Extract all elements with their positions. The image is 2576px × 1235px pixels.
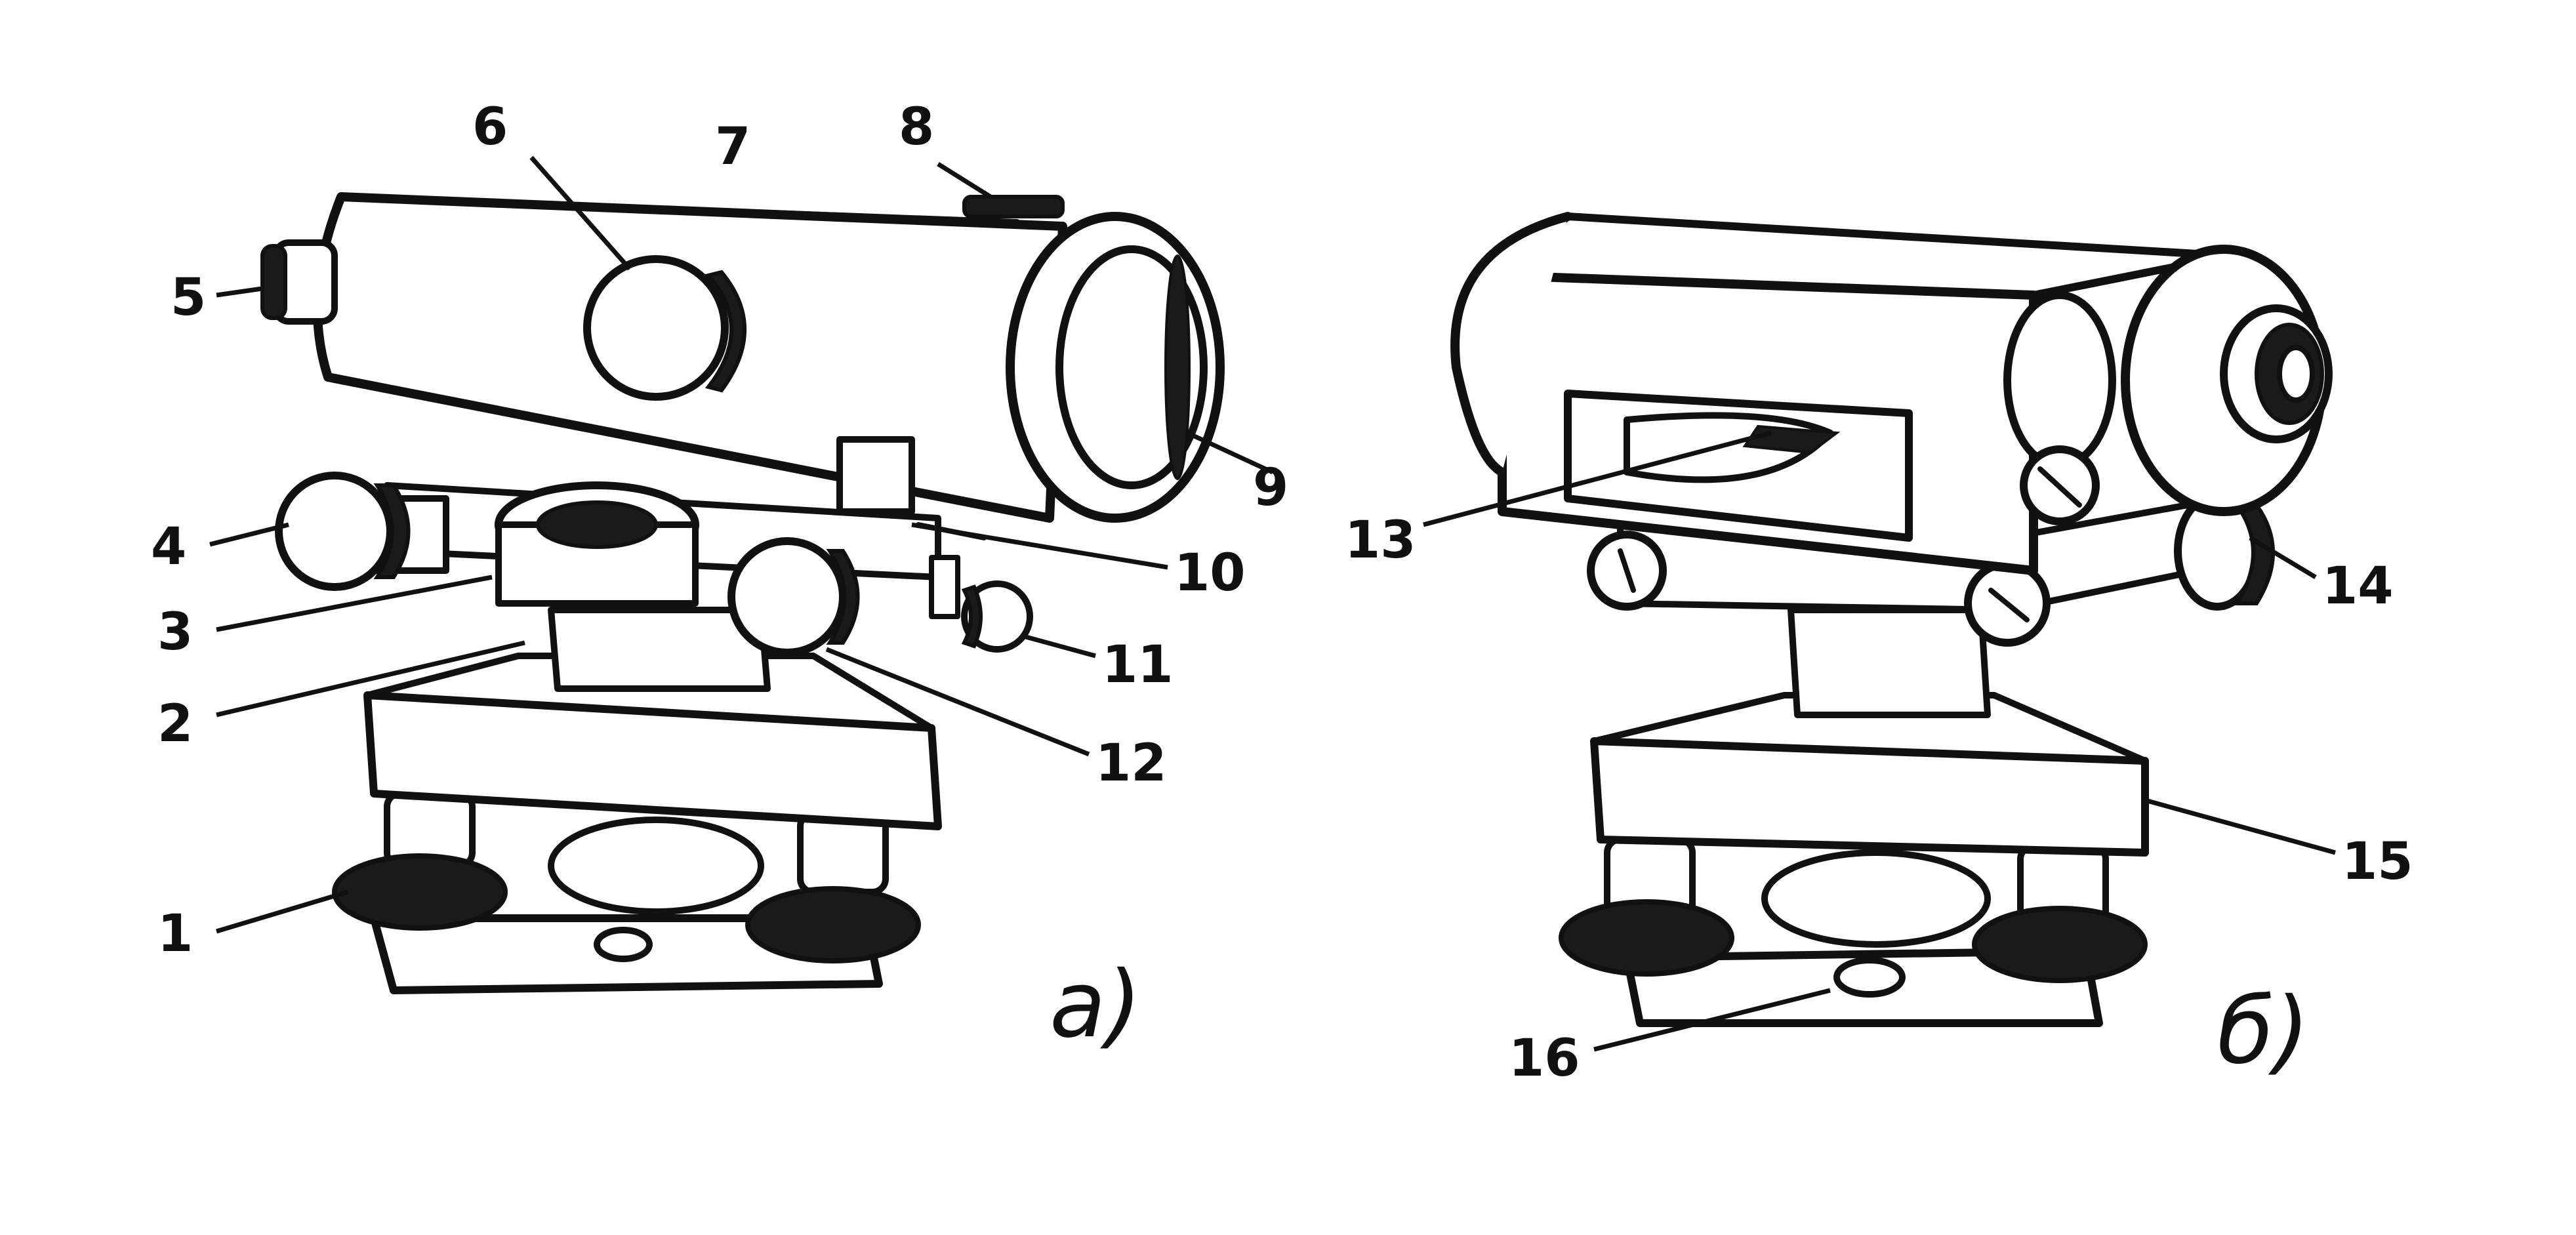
eyepiece-a bbox=[260, 239, 338, 325]
center-foot-b bbox=[1761, 849, 1991, 948]
base-hole-a bbox=[594, 927, 653, 962]
objective-side-b bbox=[2003, 245, 2333, 516]
base-hole-b bbox=[1833, 957, 1906, 998]
bar-screw-center-b bbox=[1964, 560, 2051, 647]
leader-10 bbox=[911, 522, 1168, 570]
label-10: 10 bbox=[1174, 544, 1246, 603]
leader-1 bbox=[215, 889, 349, 934]
knob-4 bbox=[275, 472, 449, 591]
objective-lens-a bbox=[1006, 212, 1225, 523]
leader-14 bbox=[2249, 535, 2317, 580]
leader-15 bbox=[2144, 798, 2336, 855]
label-13: 13 bbox=[1345, 511, 1416, 570]
caption-view-b: б) bbox=[2217, 978, 2310, 1085]
center-foot-a bbox=[548, 817, 764, 915]
label-5: 5 bbox=[171, 268, 206, 327]
focus-knob-a bbox=[583, 255, 746, 401]
leader-16 bbox=[1593, 988, 1831, 1052]
part-labels: 1 2 3 4 5 6 7 8 9 10 11 12 13 14 15 16 bbox=[151, 98, 2413, 1088]
label-3: 3 bbox=[157, 603, 193, 662]
knob-12 bbox=[727, 537, 860, 657]
foot-screw-left-b bbox=[1559, 836, 1734, 977]
leader-2 bbox=[216, 640, 525, 718]
eyepiece-housing-b bbox=[1450, 212, 1572, 477]
leader-11 bbox=[1023, 634, 1096, 658]
instrument-view-b bbox=[1450, 212, 2333, 1027]
label-15: 15 bbox=[2342, 832, 2413, 891]
leader-4 bbox=[209, 522, 289, 547]
foot-screw-right-a bbox=[745, 810, 921, 963]
tribrach-b bbox=[1590, 737, 2149, 857]
leader-3 bbox=[216, 575, 493, 632]
label-4: 4 bbox=[151, 517, 186, 577]
label-7: 7 bbox=[715, 117, 750, 176]
foot-screw-right-b bbox=[1972, 843, 2148, 983]
knob-11 bbox=[929, 555, 1033, 653]
label-14: 14 bbox=[2322, 557, 2394, 616]
clamp-a bbox=[836, 436, 915, 515]
sight-a bbox=[962, 195, 1065, 218]
bar-screw-left-b bbox=[1587, 531, 1667, 611]
side-screw-b bbox=[2020, 445, 2100, 525]
label-6: 6 bbox=[472, 98, 508, 157]
leader-5 bbox=[216, 286, 263, 298]
vertical-axis-b bbox=[1788, 607, 1991, 718]
tribrach-a bbox=[363, 691, 942, 830]
leader-8 bbox=[937, 162, 992, 199]
leader-6 bbox=[529, 155, 632, 271]
leader-13 bbox=[1423, 430, 1772, 527]
label-8: 8 bbox=[899, 98, 934, 157]
label-11: 11 bbox=[1102, 636, 1174, 695]
level-window-b bbox=[1564, 390, 1913, 542]
leader-9 bbox=[1186, 430, 1274, 475]
label-1: 1 bbox=[157, 904, 193, 963]
instrument-view-a bbox=[260, 192, 1225, 994]
label-9: 9 bbox=[1253, 458, 1288, 517]
vertical-axis-a bbox=[548, 607, 771, 692]
foot-screw-left-a bbox=[332, 790, 508, 931]
label-16: 16 bbox=[1509, 1029, 1580, 1088]
label-2: 2 bbox=[157, 695, 193, 754]
leader-12 bbox=[825, 647, 1090, 757]
caption-view-a: a) bbox=[1050, 952, 1141, 1059]
leader-lines bbox=[209, 155, 2336, 1052]
label-12: 12 bbox=[1095, 734, 1167, 793]
base-plate-b bbox=[1623, 947, 2103, 1027]
